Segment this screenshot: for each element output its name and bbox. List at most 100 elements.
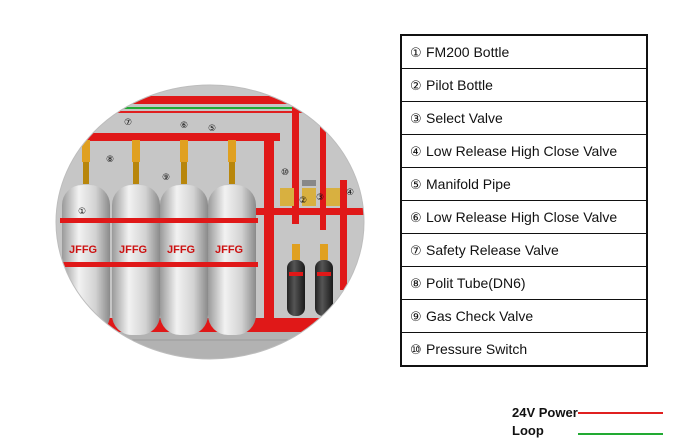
bottle-strap [206,262,258,267]
legend-number: ⑤ [410,176,422,192]
bottle-strap [158,262,210,267]
power-key-line [578,412,663,414]
floor [56,332,364,359]
callout-7: ⑦ [124,118,132,128]
legend-number: ① [410,44,422,60]
callout-1: ① [78,207,86,217]
bottle-strap [60,262,112,267]
pilot-valve [292,244,300,260]
bottle-neck [181,162,187,184]
bottle-body [112,185,160,335]
select-valve [326,188,340,206]
legend-number: ④ [410,143,422,159]
bottle-neck [229,162,235,184]
select-valve [280,188,294,206]
legend-number: ⑧ [410,275,422,291]
bottle-valve [82,140,90,162]
legend-label: Pilot Bottle [426,76,493,93]
loop-key-line [578,433,663,435]
callout-6: ⑥ [180,121,188,131]
legend-number: ⑨ [410,308,422,324]
loop-key-label: Loop [512,423,544,438]
bottle-brand-label: JFFG [167,244,195,256]
legend-label: Select Valve [426,109,503,126]
bottle-neck [133,162,139,184]
bottle-strap [206,218,258,223]
select-valves [280,180,340,206]
manifold-riser [264,133,274,323]
pressure-switch [302,180,316,186]
bottle-strap [60,218,112,223]
callout-2: ② [299,196,307,206]
legend-label: Gas Check Valve [426,307,534,324]
fm200-bottle: JFFG [158,140,210,335]
pilot-valve [320,244,328,260]
bottle-body [208,185,256,335]
bottle-body [160,185,208,335]
callout-3: ③ [316,193,324,203]
pilot-bottles [287,244,333,316]
bottle-brand-label: JFFG [119,244,147,256]
bottle-valve [132,140,140,162]
manifold-pipe [80,133,280,141]
right-riser [292,104,299,224]
legend-label: Low Release High Close Valve [426,208,618,225]
power-key-label: 24V Power [512,405,578,420]
bottle-valve [228,140,236,162]
pilot-bottle [287,260,305,316]
legend-number: ③ [410,110,422,126]
right-riser-3 [340,180,347,290]
callout-5: ⑤ [208,124,216,134]
scene-border [55,84,365,360]
legend-number: ⑩ [410,341,422,357]
pilot-band [317,272,331,276]
legend-number: ② [410,77,422,93]
legend-number: ⑦ [410,242,422,258]
legend-label: Manifold Pipe [426,175,511,192]
fm200-bottle: JFFG [206,140,258,335]
select-valve [302,188,316,206]
callout-9: ⑨ [162,173,170,183]
pilot-band [289,272,303,276]
bottle-strap [110,262,162,267]
bottle-brand-label: JFFG [215,244,243,256]
bottle-strap [158,218,210,223]
top-red-pipe [56,96,364,104]
legend-label: Polit Tube(DN6) [426,274,526,291]
legend-label: Low Release High Close Valve [426,142,618,159]
bottle-strap [110,218,162,223]
legend-label: FM200 Bottle [426,43,510,60]
bottle-neck [83,162,89,184]
callout-4: ④ [346,188,354,198]
right-riser-2 [320,120,326,230]
bottle-brand-label: JFFG [69,244,97,256]
callout-10: ⑩ [281,168,289,178]
legend-label: Safety Release Valve [426,241,559,258]
bottle-valve [180,140,188,162]
fm200-bottle: JFFG [110,140,162,335]
callout-8: ⑧ [106,155,114,165]
legend-label: Pressure Switch [426,340,528,357]
